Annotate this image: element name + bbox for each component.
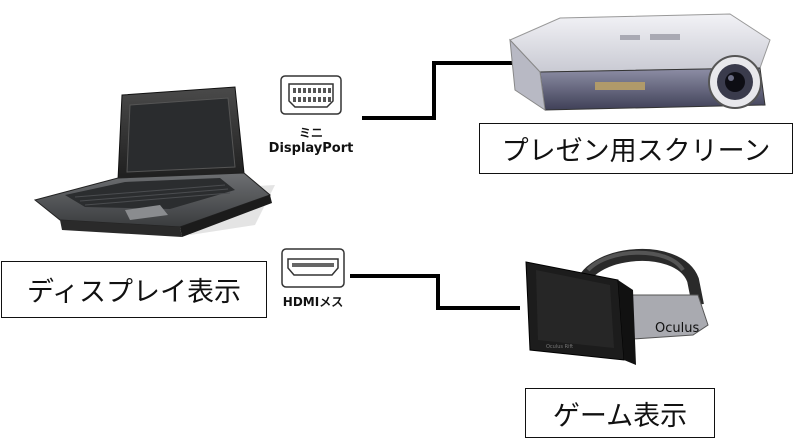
laptop-display-label: ディスプレイ表示	[1, 261, 267, 318]
projector-image	[509, 13, 771, 112]
mini-displayport-caption-line1: ミニ	[298, 126, 323, 140]
game-display-label: ゲーム表示	[525, 388, 715, 438]
headset-brand-text: Oculus	[655, 321, 699, 336]
svg-text:Oculus Rift: Oculus Rift	[546, 344, 573, 350]
hdmi-icon	[281, 248, 345, 288]
mini-displayport-caption-line2: DisplayPort	[268, 141, 354, 156]
vr-headset-image: Oculus Oculus Rift	[525, 248, 709, 365]
line-to-projector	[362, 61, 518, 120]
hdmi-caption: HDMIメス	[282, 295, 344, 309]
line-to-headset	[350, 274, 520, 310]
laptop-image	[33, 86, 275, 237]
mini-displayport-icon	[280, 75, 342, 115]
projector-screen-label: プレゼン用スクリーン	[479, 123, 793, 174]
